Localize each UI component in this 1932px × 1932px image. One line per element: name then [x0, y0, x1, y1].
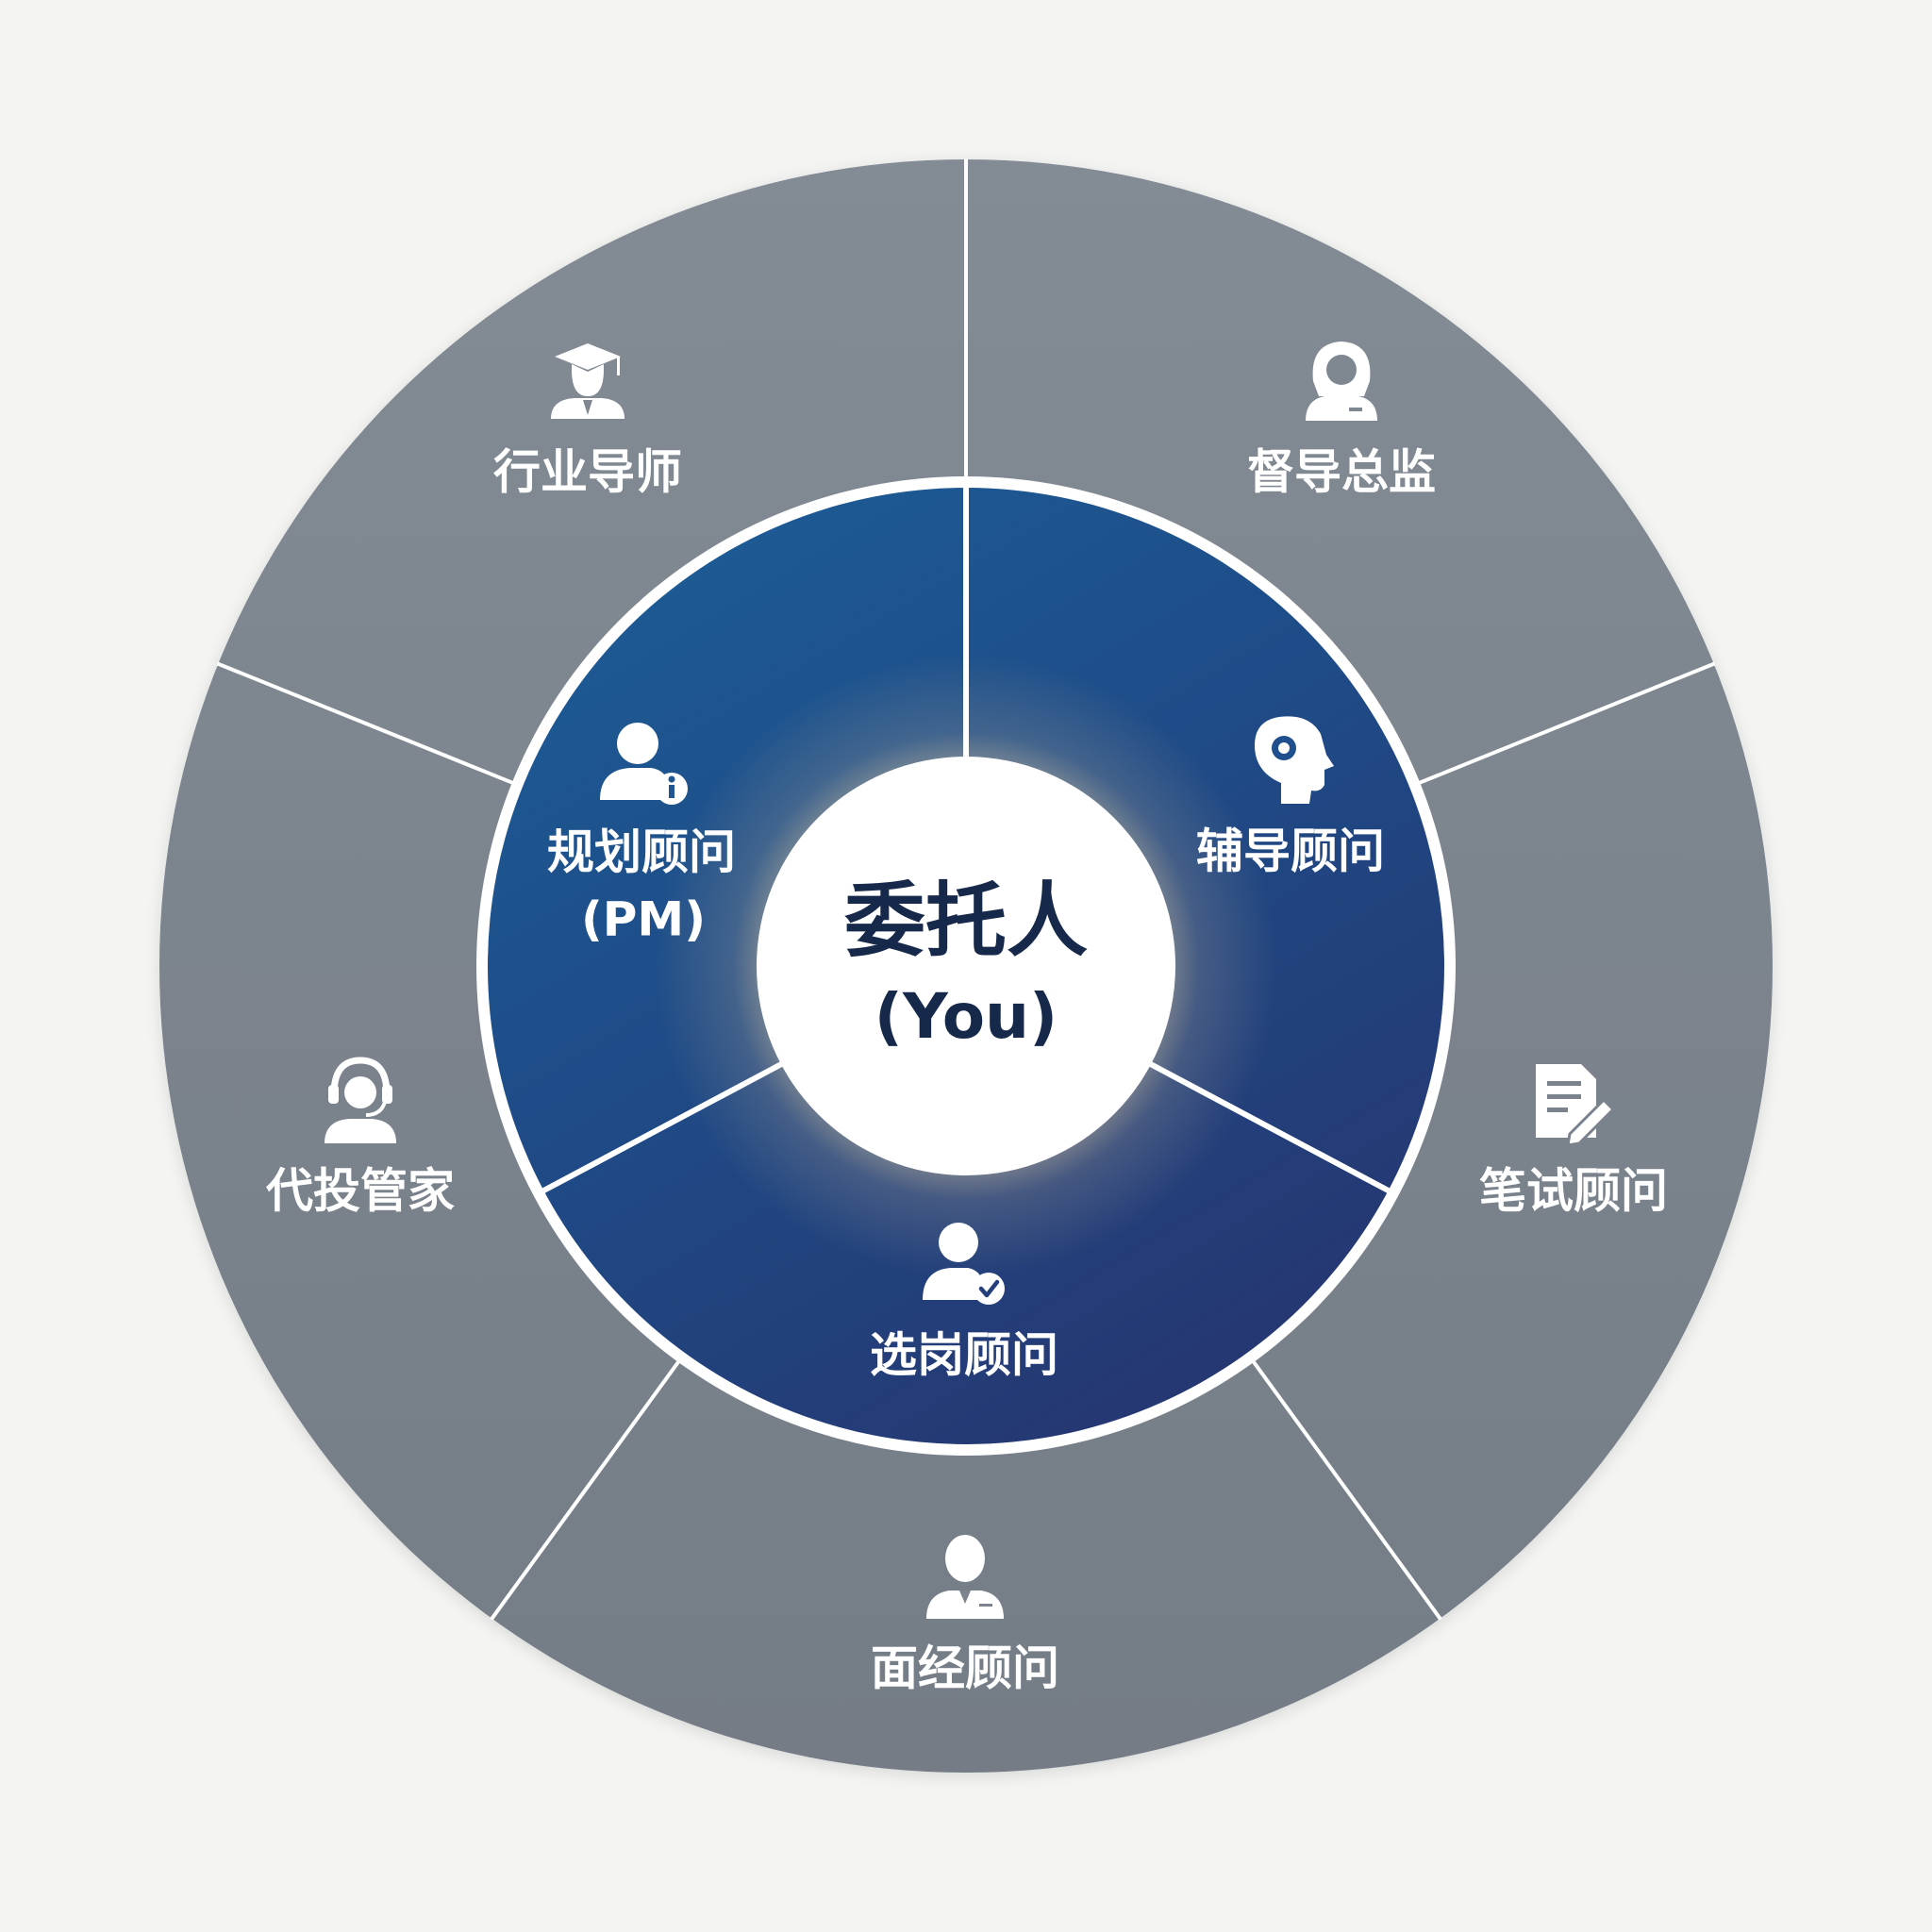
segment-written-test-consultant[interactable]: 笔试顾问: [1479, 1064, 1668, 1219]
center-title: 委托人: [844, 874, 1088, 968]
segment-coaching-consultant[interactable]: 辅导顾问: [1196, 716, 1385, 879]
outer-divider-line: [490, 1357, 682, 1621]
head-gear-icon: [1255, 716, 1334, 804]
outer-divider-line: [1250, 1357, 1442, 1621]
segment-label: 代投管家: [265, 1164, 455, 1219]
user-info-icon: [600, 723, 688, 805]
segment-planning-consultant[interactable]: 规划顾问 (PM): [547, 723, 736, 947]
segment-label: 面经顾问: [871, 1641, 1059, 1696]
woman-icon: [1306, 341, 1377, 421]
outer-divider-line: [1415, 661, 1716, 786]
segment-job-selection-consultant[interactable]: 选岗顾问: [870, 1223, 1058, 1383]
segment-industry-mentor[interactable]: 行业导师: [493, 343, 682, 500]
inner-divider-line: [541, 1060, 785, 1194]
businessman-icon: [926, 1535, 1004, 1619]
outer-divider-line: [216, 661, 517, 786]
user-check-icon: [923, 1223, 1005, 1305]
center-circle[interactable]: [757, 757, 1175, 1175]
segment-label: 选岗顾问: [870, 1328, 1058, 1383]
outer-ring-dividers: [216, 158, 1716, 1621]
segment-label: 行业导师: [493, 445, 682, 500]
segment-supervision-director[interactable]: 督导总监: [1247, 341, 1436, 500]
inner-ring-dividers: [541, 487, 1391, 1194]
document-edit-icon: [1536, 1064, 1616, 1147]
segment-application-butler[interactable]: 代投管家: [265, 1057, 455, 1219]
graduate-icon: [551, 343, 625, 419]
segment-label: 督导总监: [1247, 445, 1436, 500]
inner-divider-line: [1147, 1060, 1391, 1194]
headset-icon: [325, 1057, 396, 1143]
segment-label: 辅导顾问: [1196, 824, 1385, 879]
segment-interview-experience-consultant[interactable]: 面经顾问: [871, 1535, 1059, 1696]
center-subtitle: (You): [874, 980, 1058, 1053]
segment-label: 规划顾问: [547, 825, 736, 880]
segment-sublabel: (PM): [581, 892, 706, 947]
segment-label: 笔试顾问: [1479, 1164, 1668, 1219]
